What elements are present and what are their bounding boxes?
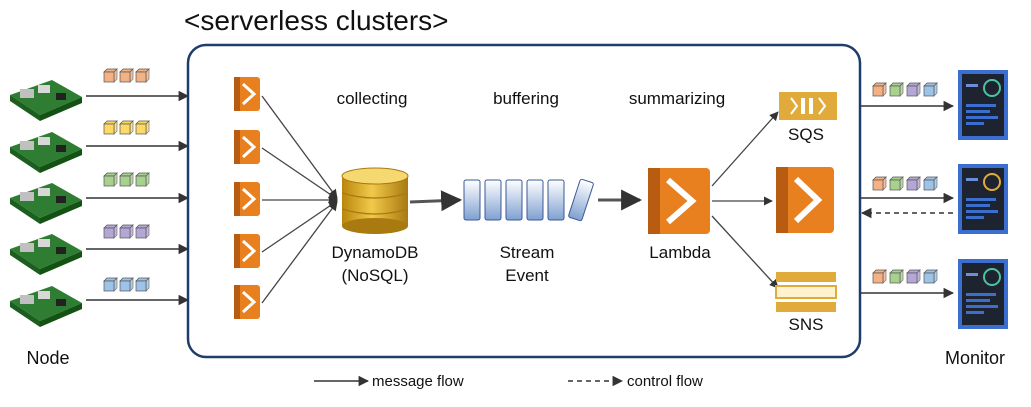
packet-cube-icon bbox=[103, 68, 118, 83]
sqs-icon bbox=[779, 92, 837, 120]
aws-lambda-icon bbox=[234, 130, 260, 164]
lambda-to-output-arrows bbox=[711, 111, 779, 289]
packet-cube-icon bbox=[119, 172, 134, 187]
raspberry-pi-icon bbox=[10, 183, 82, 224]
aws-lambda-icon bbox=[234, 182, 260, 216]
packet-cube-icon bbox=[135, 120, 150, 135]
stream-sublabel: Event bbox=[505, 266, 549, 285]
output-packets bbox=[872, 82, 938, 284]
message-flow-arrow bbox=[261, 200, 338, 253]
stream-label: Stream bbox=[500, 243, 555, 262]
message-flow-arrow bbox=[261, 95, 338, 199]
lambda-to-dynamodb-arrows bbox=[261, 95, 338, 304]
packet-cube-icon bbox=[103, 172, 118, 187]
raspberry-pi-icon bbox=[10, 80, 82, 121]
aws-lambda-icon bbox=[776, 167, 834, 233]
packet-cube-icon bbox=[103, 120, 118, 135]
packet-cube-icon bbox=[135, 68, 150, 83]
legend: message flow control flow bbox=[314, 373, 703, 390]
message-flow-arrow bbox=[261, 201, 338, 304]
packet-cube-icon bbox=[889, 269, 904, 284]
message-flow-arrow bbox=[261, 147, 338, 200]
packet-cube-icon bbox=[923, 269, 938, 284]
aws-lambda-icon bbox=[234, 234, 260, 268]
sns-icon bbox=[775, 272, 837, 312]
monitor-dashboard-icon bbox=[958, 259, 1008, 329]
packet-cube-icon bbox=[135, 172, 150, 187]
node-group bbox=[10, 80, 82, 327]
packet-cube-icon bbox=[119, 120, 134, 135]
packet-cube-icon bbox=[119, 224, 134, 239]
packet-cube-icon bbox=[906, 176, 921, 191]
raspberry-pi-icon bbox=[10, 234, 82, 275]
sqs-label: SQS bbox=[788, 125, 824, 144]
packet-cube-icon bbox=[872, 82, 887, 97]
monitor-dashboard-icon bbox=[958, 70, 1008, 140]
stage-buffering: buffering bbox=[493, 89, 559, 108]
legend-control-flow-label: control flow bbox=[627, 373, 703, 390]
kinesis-stream-icon bbox=[463, 178, 594, 222]
monitor-group bbox=[958, 70, 1008, 329]
raspberry-pi-icon bbox=[10, 132, 82, 173]
packet-cube-icon bbox=[103, 224, 118, 239]
packet-cube-icon bbox=[135, 277, 150, 292]
message-flow-arrow bbox=[711, 215, 779, 289]
input-packets bbox=[103, 68, 150, 292]
dynamodb-label: DynamoDB bbox=[332, 243, 419, 262]
stage-collecting: collecting bbox=[337, 89, 408, 108]
packet-cube-icon bbox=[872, 269, 887, 284]
node-label: Node bbox=[26, 348, 69, 368]
raspberry-pi-icon bbox=[10, 286, 82, 327]
legend-message-flow-label: message flow bbox=[372, 373, 464, 390]
packet-cube-icon bbox=[906, 82, 921, 97]
packet-cube-icon bbox=[119, 277, 134, 292]
lambda-label: Lambda bbox=[649, 243, 711, 262]
aws-lambda-icon bbox=[648, 168, 710, 234]
packet-cube-icon bbox=[923, 82, 938, 97]
packet-cube-icon bbox=[872, 176, 887, 191]
monitor-dashboard-icon bbox=[958, 164, 1008, 234]
cluster-title: <serverless clusters> bbox=[184, 5, 449, 36]
packet-cube-icon bbox=[923, 176, 938, 191]
dynamodb-icon bbox=[341, 167, 409, 234]
packet-cube-icon bbox=[889, 82, 904, 97]
packet-cube-icon bbox=[135, 224, 150, 239]
stage-summarizing: summarizing bbox=[629, 89, 725, 108]
sns-label: SNS bbox=[789, 315, 824, 334]
output-to-monitor-arrows bbox=[860, 100, 955, 299]
collecting-lambdas bbox=[234, 77, 260, 319]
packet-cube-icon bbox=[119, 68, 134, 83]
aws-lambda-icon bbox=[234, 77, 260, 111]
aws-lambda-icon bbox=[234, 285, 260, 319]
dynamodb-sublabel: (NoSQL) bbox=[341, 266, 408, 285]
message-flow-arrow bbox=[711, 111, 779, 187]
packet-cube-icon bbox=[906, 269, 921, 284]
message-flow-arrow bbox=[409, 190, 463, 212]
packet-cube-icon bbox=[103, 277, 118, 292]
monitor-label: Monitor bbox=[945, 348, 1005, 368]
packet-cube-icon bbox=[889, 176, 904, 191]
node-to-lambda-arrows bbox=[86, 90, 190, 306]
